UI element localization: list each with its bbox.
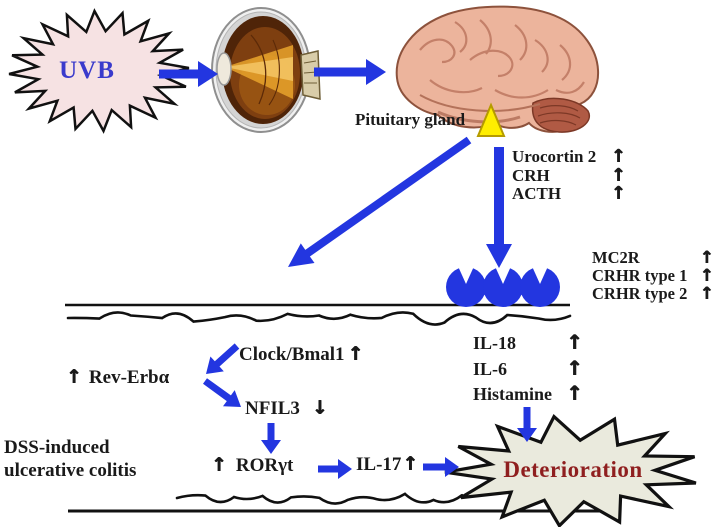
- receptor-notch: [494, 264, 512, 284]
- arrow-clock-to-reverb: [206, 343, 240, 374]
- receptor-icon: [446, 267, 486, 307]
- clock-bmal1-label: Clock/Bmal1↑: [239, 343, 363, 366]
- pituitary-gland-label: Pituitary gland: [355, 110, 466, 129]
- up-arrow-icon: ↑: [402, 453, 419, 475]
- dss-colitis-label: DSS-induced ulcerative colitis: [4, 436, 136, 482]
- receptor-icons: [446, 264, 560, 307]
- receptor-notch: [531, 264, 549, 284]
- up-arrow-icon: ↑: [566, 330, 583, 354]
- up-arrow-icon: ↑: [566, 381, 583, 405]
- up-arrow-icon: ↑: [66, 366, 82, 388]
- hormone-row: CRH ↑: [512, 164, 626, 186]
- arrow-mediators-to-deterioration: [517, 407, 537, 442]
- receptor-notch: [457, 264, 475, 284]
- hormone-row: Urocortin 2 ↑: [512, 146, 626, 167]
- dss-line1: DSS-induced: [4, 437, 110, 458]
- receptor-row: CRHR type 1 ↑: [592, 266, 714, 286]
- gene-label: IL-17: [356, 454, 402, 475]
- mediator-list: IL-18 ↑ IL-6 ↑ Histamine ↑: [473, 330, 583, 407]
- rev-erb-label: ↑ Rev-Erbα: [66, 366, 169, 389]
- gene-label: Clock/Bmal1: [239, 344, 345, 365]
- mediator-label: IL-18: [473, 333, 517, 353]
- gene-label: Rev-Erbα: [88, 367, 170, 388]
- receptor-label: MC2R: [592, 248, 640, 267]
- hormone-label: Urocortin 2: [512, 147, 597, 166]
- up-arrow-icon: ↑: [699, 284, 714, 304]
- mediator-row: IL-18 ↑: [473, 330, 583, 356]
- deterioration-burst: [444, 414, 697, 527]
- up-arrow-icon: ↑: [566, 355, 583, 380]
- up-arrow-icon: ↑: [610, 146, 626, 167]
- arrow-reverb-to-nfil3: [203, 378, 241, 407]
- pituitary-triangle-icon: [476, 102, 506, 137]
- receptor-icon: [520, 267, 560, 307]
- up-arrow-icon: ↑: [610, 183, 626, 204]
- receptor-row: CRHR type 2 ↑: [592, 284, 714, 304]
- nfil3-label: NFIL3 ↓: [245, 397, 328, 420]
- arrow-nfil3-to-roryt: [261, 423, 281, 454]
- hormone-label: CRH: [512, 165, 550, 185]
- brain-icon: [395, 5, 600, 133]
- receptor-label: CRHR type 1: [592, 266, 688, 285]
- receptor-row: MC2R ↑: [592, 248, 714, 268]
- pathway-arrows: [159, 59, 537, 479]
- up-arrow-icon: ↑: [211, 454, 227, 476]
- mediator-row: Histamine ↑: [473, 381, 583, 407]
- gut-mucosa-bottom-wave: [175, 492, 464, 505]
- uvb-label: UVB: [59, 57, 115, 84]
- il17-label: IL-17↑: [356, 453, 418, 476]
- gut-mucosa-top-wave: [66, 311, 572, 326]
- eye-icon: [211, 7, 321, 133]
- receptor-label: CRHR type 2: [592, 284, 688, 303]
- gene-label: RORγt: [235, 455, 294, 476]
- arrow-il17-to-deterioration: [423, 457, 459, 477]
- uvb-burst: [8, 8, 190, 134]
- receptor-icon: [483, 267, 523, 307]
- mediator-label: Histamine: [473, 384, 552, 404]
- dss-line2: ulcerative colitis: [4, 460, 137, 481]
- deterioration-label: Deterioration: [503, 457, 643, 482]
- up-arrow-icon: ↑: [699, 266, 714, 286]
- hormone-label: ACTH: [512, 184, 562, 203]
- hormone-list: Urocortin 2 ↑ CRH ↑ ACTH ↑: [512, 146, 626, 204]
- arrow-eye-to-brain: [314, 59, 386, 85]
- up-arrow-icon: ↑: [610, 164, 626, 186]
- arrow-pituitary-to-receptors: [486, 147, 512, 268]
- mediator-label: IL-6: [473, 358, 508, 379]
- down-arrow-icon: ↓: [311, 397, 328, 419]
- arrow-roryt-to-il17: [318, 459, 352, 479]
- roryt-label: ↑ RORγt: [211, 454, 293, 477]
- receptor-list: MC2R ↑ CRHR type 1 ↑ CRHR type 2 ↑: [592, 248, 714, 304]
- arrow-pituitary-to-gut: [288, 136, 472, 267]
- up-arrow-icon: ↑: [347, 343, 364, 365]
- mediator-row: IL-6 ↑: [473, 356, 583, 382]
- up-arrow-icon: ↑: [699, 248, 714, 268]
- arrow-uvb-to-eye: [159, 61, 218, 87]
- hormone-row: ACTH ↑: [512, 183, 626, 204]
- gene-label: NFIL3: [245, 398, 300, 419]
